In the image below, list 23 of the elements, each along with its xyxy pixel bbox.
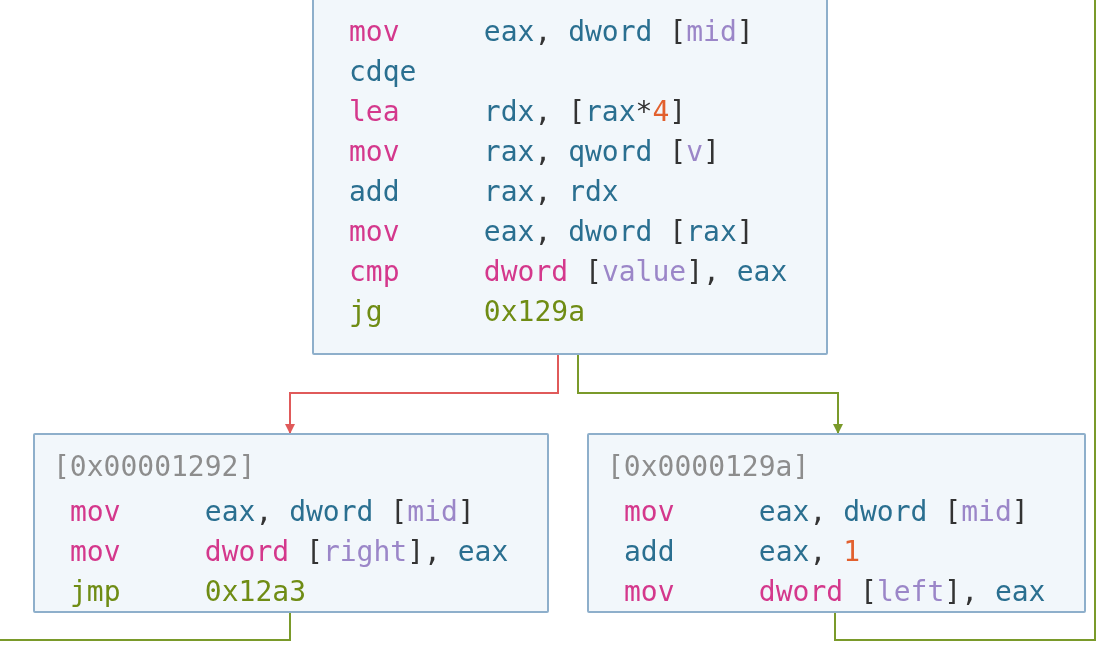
address-label: [0x00001292] [53, 449, 256, 485]
instruction-line: cmp dword [value], eax [348, 254, 788, 290]
instruction-line: jg 0x129a [348, 294, 585, 330]
instruction-line: mov eax, dword [mid] [69, 494, 475, 530]
code-block [33, 433, 549, 613]
connector-line [834, 0, 1096, 641]
arrow [577, 354, 843, 434]
instruction-line: add rax, rdx [348, 174, 619, 210]
instruction-line: mov eax, dword [mid] [348, 14, 754, 50]
arrow [285, 354, 559, 434]
instruction-line: mov dword [left], eax [623, 574, 1046, 610]
instruction-line: mov eax, dword [mid] [623, 494, 1029, 530]
instruction-line: lea rdx, [rax*4] [348, 94, 687, 130]
instruction-line: mov eax, dword [rax] [348, 214, 754, 250]
instruction-line: cdqe [348, 54, 418, 90]
instruction-line: jmp 0x12a3 [69, 574, 306, 610]
instruction-line: add eax, 1 [623, 534, 860, 570]
connector-line [0, 612, 291, 641]
address-label: [0x0000129a] [607, 449, 810, 485]
code-block [587, 433, 1086, 613]
instruction-line: mov dword [right], eax [69, 534, 509, 570]
instruction-line: mov rax, qword [v] [348, 134, 720, 170]
code-block [312, 0, 828, 355]
